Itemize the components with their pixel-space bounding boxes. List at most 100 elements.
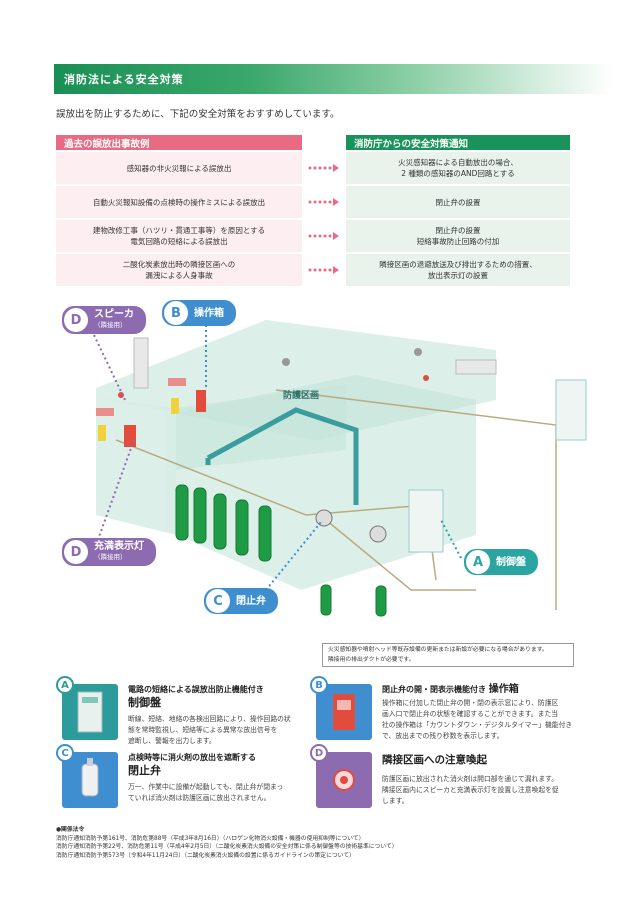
table-row: 自動火災報知設備の点検時の操作ミスによる誤放出 閉止弁の設置 (56, 186, 570, 218)
feature-desc-line: 操作箱に付加した閉止弁の開・閉の表示窓により、防護区 (382, 699, 559, 707)
feature-desc-line: 社の操作箱は「カウントダウン・デジタルタイマー」機能付き (382, 721, 573, 729)
cell-text: 2 種類の感知器のAND回路とする (401, 169, 515, 178)
feature-desc-line: します。 (382, 797, 409, 805)
cell-text: 閉止弁の設置 (435, 226, 481, 235)
badge-letter: C (206, 589, 230, 613)
leader-line (95, 439, 135, 546)
badge-letter: D (64, 308, 88, 332)
badge-label: スピーカ (94, 309, 134, 320)
building-left-wall (96, 398, 176, 535)
cell-text: 短絡事故防止回路の付加 (416, 237, 500, 246)
operation-box-device (196, 390, 206, 412)
diagram-note: 火災感知器や噴射ヘッド等既存設備の更新または新設が必要になる場合があります。 隣… (322, 643, 574, 667)
cell-text: 放出表示灯の設置 (428, 271, 488, 280)
feature-desc-line: 画入口で閉止弁の状態を確認することができます。また当 (382, 710, 559, 718)
indicator-device (168, 378, 186, 386)
badge-letter: A (466, 550, 490, 574)
alarm-bell-icon (423, 375, 429, 381)
feature-desc-line: ていれば消火剤は防護区画に放出されません。 (128, 794, 271, 802)
feature-operation-box: B 閉止弁の開・閉表示機能付き 操作箱 操作箱に付加した閉止弁の開・閉の表示窓に… (310, 676, 578, 756)
badge-shutoff-valve: C 閉止弁 (204, 588, 278, 614)
feature-desc-line: 断線、短絡、地絡の各検出回路により、操作回路の状 (128, 715, 291, 723)
badge-label: 制御盤 (496, 556, 526, 568)
section-banner: 消防法による安全対策 (54, 64, 614, 94)
extinguisher-pipe (206, 407, 359, 505)
badge-letter: B (164, 301, 188, 325)
indicator-device (96, 408, 114, 416)
feature-control-panel: A 電路の短絡による誤放出防止機能付き制御盤 断線、短絡、地絡の各検出回路により… (56, 676, 324, 756)
banner-title: 消防法による安全対策 (64, 73, 184, 86)
dotted-arrow-icon (308, 164, 339, 172)
feature-desc-line: 万一、作業中に設備が起動しても、閉止弁が閉まっ (128, 783, 284, 791)
caution-sign (171, 398, 179, 414)
exhaust-duct (455, 359, 497, 375)
law-line: 消防庁通知消防予第22号、消防危第11号（平成4年2月5日）（二酸化炭素消火設備… (56, 844, 398, 851)
badge-sub: （隣接用） (94, 321, 127, 329)
feature-desc-line: 防護区画に放出された消火剤は開口部を通じて漏れます。 (382, 775, 559, 783)
dotted-arrow-icon (308, 232, 339, 240)
zone-label: 防護区画 (283, 391, 320, 401)
control-panel-icon (62, 684, 118, 740)
badge-speaker: D スピーカ（隣接用） (62, 306, 146, 334)
detector-icon (282, 358, 290, 366)
feature-letter: D (310, 744, 328, 762)
operation-box-device (124, 425, 136, 447)
badge-label: 充満表示灯 (94, 541, 144, 552)
badge-label: 閉止弁 (236, 595, 266, 607)
feature-heading: 閉止弁の開・閉表示機能付き (382, 685, 486, 694)
valve-icon (315, 509, 333, 527)
feature-shutoff-valve: C 点検時等に消火剤の放出を遮断する閉止弁 万一、作業中に設備が起動しても、閉止… (56, 744, 324, 824)
table-row: 建物改修工事（ハツリ・貫通工事等）を原因とする 電気回路の短絡による誤放出 閉止… (56, 220, 570, 252)
exhaust-duct (133, 337, 149, 389)
cell-text: 火災感知器による自動放出の場合、 (398, 158, 518, 167)
note-line: 火災感知器や噴射ヘッド等既存設備の更新または新設が必要になる場合があります。 (328, 647, 548, 653)
feature-letter: C (56, 744, 74, 762)
table-row: 感知器の非火災報による誤放出 火災感知器による自動放出の場合、 2 種類の感知器… (56, 152, 570, 184)
table-row: 二酸化炭素放出時の隣接区画への 漏洩による人身事故 隣接区画の退避放送及び排出す… (56, 254, 570, 286)
feature-heading: 電路の短絡による誤放出防止機能付き (128, 685, 264, 694)
control-panel-device (408, 489, 444, 553)
dotted-arrow-icon (308, 266, 339, 274)
shutoff-valve-icon (62, 752, 118, 808)
table-left-header: 過去の誤放出事故例 (56, 135, 302, 150)
feature-desc-line: 隣接区画内にスピーカと充満表示灯を設置し注意喚起を促 (382, 786, 559, 794)
leader-line (93, 334, 127, 403)
cell-text: 電気回路の短絡による誤放出 (130, 237, 228, 246)
cell-text: 二酸化炭素放出時の隣接区画への (122, 260, 236, 269)
cell-text: 漏洩による人身事故 (145, 271, 213, 280)
badge-sub: （隣接用） (94, 553, 127, 561)
badge-label: 操作箱 (194, 307, 224, 319)
badge-letter: D (64, 540, 88, 564)
law-line: 消防庁通知消防予第573号（令和4年11月24日）（二酸化炭素消火設備の設置に係… (56, 852, 355, 859)
cell-text: 隣接区画の退避放送及び排出するための措置、 (379, 260, 537, 269)
alert-light-icon (316, 752, 372, 808)
badge-operation-box: B 操作箱 (162, 300, 236, 326)
dotted-arrow-icon (308, 198, 339, 206)
feature-title: 隣接区画への注意喚起 (382, 754, 487, 766)
feature-title: 閉止弁 (128, 764, 161, 777)
law-line: 消防庁通知消防予第161号、消防危第88号（平成3年8月16日）（ハロゲン化物消… (56, 835, 365, 842)
feature-letter: B (310, 676, 328, 694)
feature-adjacent-alert: D 隣接区画への注意喚起 防護区画に放出された消火剤は開口部を通じて漏れます。 … (310, 744, 578, 824)
detector-icon (414, 348, 422, 356)
control-panel-device (555, 379, 587, 441)
co2-cylinders (175, 484, 387, 617)
system-diagram (93, 320, 587, 617)
caution-sign (98, 425, 106, 441)
cell-text: 閉止弁の設置 (435, 197, 481, 207)
feature-letter: A (56, 676, 74, 694)
operation-box-icon (316, 684, 372, 740)
feature-desc-line: 遮断し、警報を出力します。 (128, 737, 216, 745)
cell-text: 建物改修工事（ハツリ・貫通工事等）を原因とする (92, 226, 266, 235)
feature-title: 制御盤 (128, 696, 161, 709)
cell-text: 感知器の非火災報による誤放出 (126, 163, 232, 173)
cell-text: 自動火災報知設備の点検時の操作ミスによる誤放出 (92, 197, 266, 207)
badge-control-panel: A 制御盤 (464, 549, 538, 575)
related-laws: ●関係法令 消防庁通知消防予第161号、消防危第88号（平成3年8月16日）（ハ… (56, 826, 398, 860)
leader-line (440, 519, 462, 559)
feature-title: 操作箱 (488, 684, 519, 695)
laws-heading: ●関係法令 (56, 827, 85, 833)
signal-wire (325, 519, 476, 591)
valve-icon (369, 525, 387, 543)
table-right-header: 消防庁からの安全対策通知 (346, 135, 570, 150)
